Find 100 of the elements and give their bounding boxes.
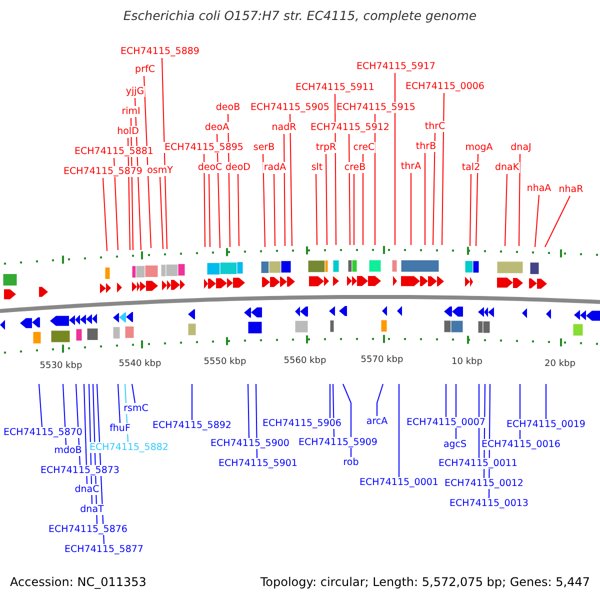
leader-line — [544, 196, 570, 248]
leader-line — [238, 174, 240, 246]
gene-label: ECH74115_5917 — [356, 61, 436, 72]
leader-line — [362, 154, 364, 246]
leader-line — [398, 384, 400, 478]
gene-label: yjjG — [124, 86, 146, 97]
leader-line — [316, 174, 318, 246]
leader-line — [248, 384, 250, 438]
gene-label: tal2 — [460, 162, 482, 173]
gene-label: nhaR — [558, 184, 584, 195]
leader-line — [262, 154, 266, 248]
leader-line — [162, 58, 168, 250]
gene-label: ECH74115_5912 — [310, 122, 390, 133]
leader-line — [476, 154, 478, 246]
gene-label: thrC — [424, 121, 446, 132]
leader-line — [326, 154, 328, 246]
gene-label: deoB — [214, 102, 242, 113]
leader-line — [442, 92, 444, 246]
leader-line — [84, 384, 88, 484]
leader-line — [208, 174, 210, 248]
gene-label: ECH74115_5879 — [62, 166, 144, 177]
gene-label: arcA — [365, 416, 389, 427]
gene-label: ECH74115_0011 — [438, 458, 518, 469]
leader-line — [274, 174, 276, 246]
gene-label: ECH74115_5881 — [74, 146, 154, 157]
scale-label: 5560 kbp — [284, 356, 326, 366]
gene-label: ECH74115_0012 — [444, 478, 524, 489]
gene-label: deoA — [204, 122, 230, 133]
leader-line — [342, 384, 352, 458]
gene-label: radA — [262, 162, 288, 173]
scale-label: 10 kbp — [452, 357, 482, 367]
leader-line — [534, 194, 540, 248]
gene-label: ECH74115_0007 — [406, 417, 486, 428]
gene-label: prfC — [134, 64, 156, 75]
gene-label: slt — [310, 162, 324, 173]
gene-label: creC — [352, 142, 376, 153]
gene-label: serB — [252, 142, 276, 153]
leader-line — [424, 152, 426, 246]
leader-line — [334, 94, 336, 246]
leader-line — [394, 72, 396, 246]
leader-line — [132, 384, 136, 404]
scale-label: 5530 kbp — [40, 361, 82, 371]
gene-label: ECH74115_5876 — [48, 524, 128, 535]
gene-label: ECH74115_5882 — [88, 442, 170, 453]
leader-line — [470, 174, 472, 246]
leader-line — [348, 134, 350, 246]
gene-label: trpR — [314, 142, 338, 153]
gene-label: holD — [116, 126, 140, 137]
gene-label: thrA — [400, 161, 422, 172]
gene-label: rimI — [120, 106, 142, 117]
gene-label: ECH74115_5873 — [40, 465, 120, 476]
genome-info-text: Topology: circular; Length: 5,572,075 bp; Genes: 5,447 — [260, 575, 590, 589]
gene-label: creB — [343, 162, 367, 173]
gene-label: ECH74115_0013 — [448, 498, 530, 509]
gene-label: ECH74115_0019 — [506, 419, 586, 430]
scale-label: 20 kbp — [544, 359, 576, 369]
leader-line — [284, 134, 286, 246]
gene-label: ECH74115_5892 — [152, 420, 232, 431]
leader-line — [376, 384, 384, 416]
leader-line — [102, 178, 108, 252]
gene-label: fhuF — [108, 423, 132, 434]
gene-label: dnaT — [79, 504, 105, 515]
gene-label: ECH74115_5911 — [294, 82, 376, 93]
leader-line — [504, 174, 508, 246]
gene-label: thrB — [414, 141, 438, 152]
gene-label: dnaC — [74, 484, 100, 495]
leader-line — [160, 176, 164, 250]
gene-label: ECH74115_5901 — [218, 458, 298, 469]
gene-label: agcS — [442, 439, 468, 450]
leader-line — [256, 384, 258, 458]
gene-label: dnaK — [494, 162, 520, 173]
leader-line — [478, 384, 480, 458]
gene-label: rsmC — [122, 403, 150, 414]
leader-line — [518, 154, 520, 246]
gene-label: nhaA — [526, 183, 552, 194]
gene-label: mogA — [464, 142, 494, 153]
gene-label: deoC — [196, 162, 224, 173]
gene-label: ECH74115_0006 — [404, 81, 486, 92]
scale-label: 5570 kbp — [360, 355, 404, 365]
gene-label: rob — [342, 457, 360, 468]
leader-line — [118, 384, 120, 424]
gene-label: dnaJ — [510, 142, 532, 153]
leader-line — [290, 114, 292, 246]
gene-label: ECH74115_0001 — [358, 477, 440, 488]
gene-label: deoD — [224, 162, 252, 173]
leader-line — [432, 132, 436, 246]
gene-label: ECH74115_5877 — [64, 544, 144, 555]
gene-label: ECH74115_5870 — [2, 427, 84, 438]
gene-label: ECH74115_5905 — [250, 102, 330, 113]
gene-label: osmY — [146, 165, 174, 176]
gene-label: nadR — [270, 122, 298, 133]
gene-label: mdoB — [53, 445, 83, 456]
gene-label: ECH74115_5889 — [120, 46, 200, 57]
gene-label: ECH74115_5915 — [336, 102, 416, 113]
gene-label: ECH74115_5900 — [210, 438, 290, 449]
leader-line — [38, 384, 42, 428]
leader-line — [410, 172, 412, 246]
genome-title: Escherichia coli O157:H7 str. EC4115, complete genome — [122, 8, 478, 23]
gene-label: ECH74115_5895 — [164, 142, 244, 153]
gene-label: ECH74115_5906 — [262, 418, 342, 429]
